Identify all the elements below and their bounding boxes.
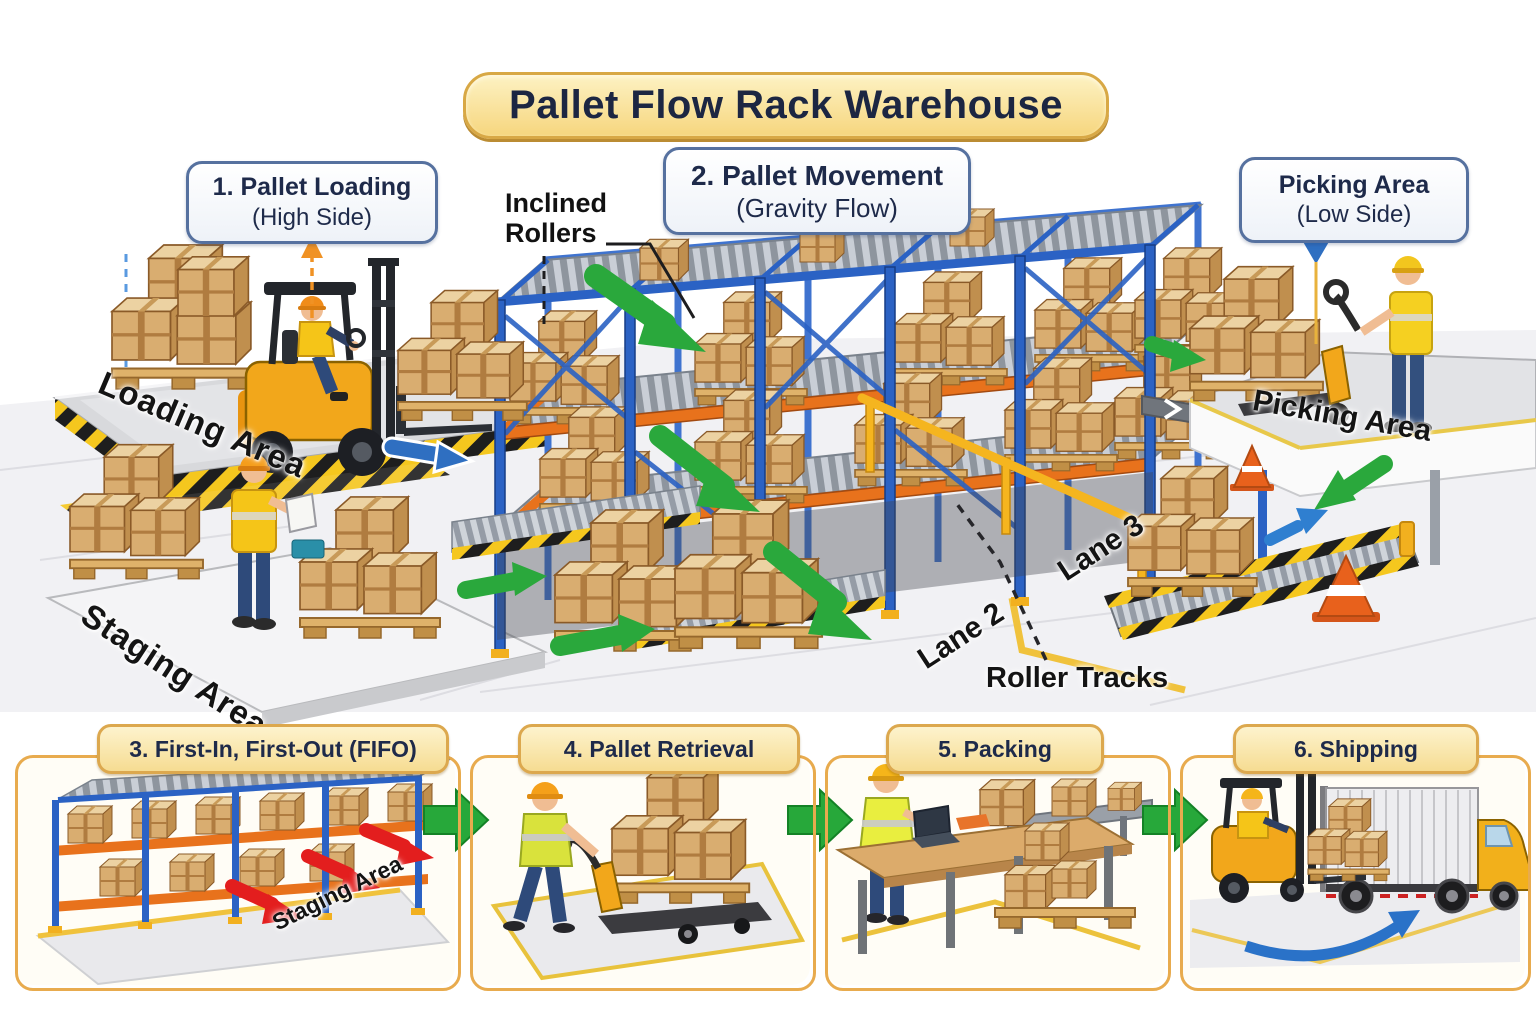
callout-subtitle: (High Side) bbox=[251, 203, 373, 231]
callout-pallet-loading: 1. Pallet Loading (High Side) bbox=[186, 161, 438, 244]
retrieval-scene bbox=[490, 765, 806, 981]
picking-flow-arrow-icon bbox=[1144, 336, 1393, 510]
callout-title: Picking Area bbox=[1278, 170, 1430, 199]
diagram-title: Pallet Flow Rack Warehouse bbox=[463, 72, 1109, 139]
picking-worker bbox=[1359, 256, 1433, 434]
staging-worker bbox=[231, 454, 318, 630]
traffic-cone-icon bbox=[1312, 553, 1380, 622]
label-inclined-rollers: Inclined Rollers bbox=[505, 188, 608, 249]
rack-uprights bbox=[491, 244, 1159, 658]
outfeed-direction-arrow-icon bbox=[1264, 508, 1328, 546]
panel-title-pallet-retrieval: 4. Pallet Retrieval bbox=[518, 724, 800, 774]
inclined-rollers-leader bbox=[542, 242, 696, 330]
callout-picking-area: Picking Area (Low Side) bbox=[1239, 157, 1469, 243]
picking-pallet-jack bbox=[1238, 279, 1362, 425]
callout-subtitle: (Low Side) bbox=[1296, 201, 1412, 229]
box bbox=[176, 255, 250, 318]
loading-callout-arrow-icon bbox=[301, 236, 323, 318]
gravity-flow-arrow-icon bbox=[584, 264, 872, 640]
tote-box bbox=[291, 539, 325, 559]
loading-direction-arrow-icon bbox=[381, 436, 476, 475]
shipping-forklift bbox=[1211, 768, 1389, 903]
clipboard bbox=[284, 492, 318, 534]
label-roller-tracks: Roller Tracks bbox=[986, 662, 1169, 694]
lane-marking bbox=[1008, 597, 1186, 694]
roller-tracks-leader bbox=[952, 498, 1048, 661]
callout-subtitle: (Gravity Flow) bbox=[736, 192, 898, 223]
panel-title-shipping: 6. Shipping bbox=[1233, 724, 1479, 774]
retrieval-worker bbox=[503, 782, 599, 933]
shipping-scene bbox=[1190, 768, 1531, 968]
packing-scene bbox=[835, 764, 1153, 954]
picking-callout-arrow-icon bbox=[1302, 240, 1330, 344]
shipping-direction-arrow-icon bbox=[1244, 910, 1420, 962]
panel-title-packing: 5. Packing bbox=[886, 724, 1104, 774]
fifo-flow-arrow-icon bbox=[225, 823, 434, 924]
traffic-cone-icon bbox=[1230, 443, 1274, 491]
picking-platform bbox=[1187, 350, 1536, 570]
panel-fifo bbox=[15, 755, 461, 991]
callout-title: 2. Pallet Movement bbox=[690, 159, 944, 191]
end-stop bbox=[1399, 521, 1415, 557]
panel-packing bbox=[825, 755, 1171, 991]
panel-shipping bbox=[1180, 755, 1531, 991]
panel-pallet-retrieval bbox=[470, 755, 816, 991]
callout-pallet-movement: 2. Pallet Movement (Gravity Flow) bbox=[663, 147, 971, 235]
floor-flow-arrow-icon bbox=[457, 562, 655, 656]
panel-title-fifo: 3. First-In, First-Out (FIFO) bbox=[97, 724, 449, 774]
staging-platform bbox=[44, 546, 549, 728]
callout-title: 1. Pallet Loading bbox=[212, 173, 412, 202]
loading-forklift bbox=[238, 258, 527, 476]
diagram-title-text: Pallet Flow Rack Warehouse bbox=[509, 83, 1063, 127]
